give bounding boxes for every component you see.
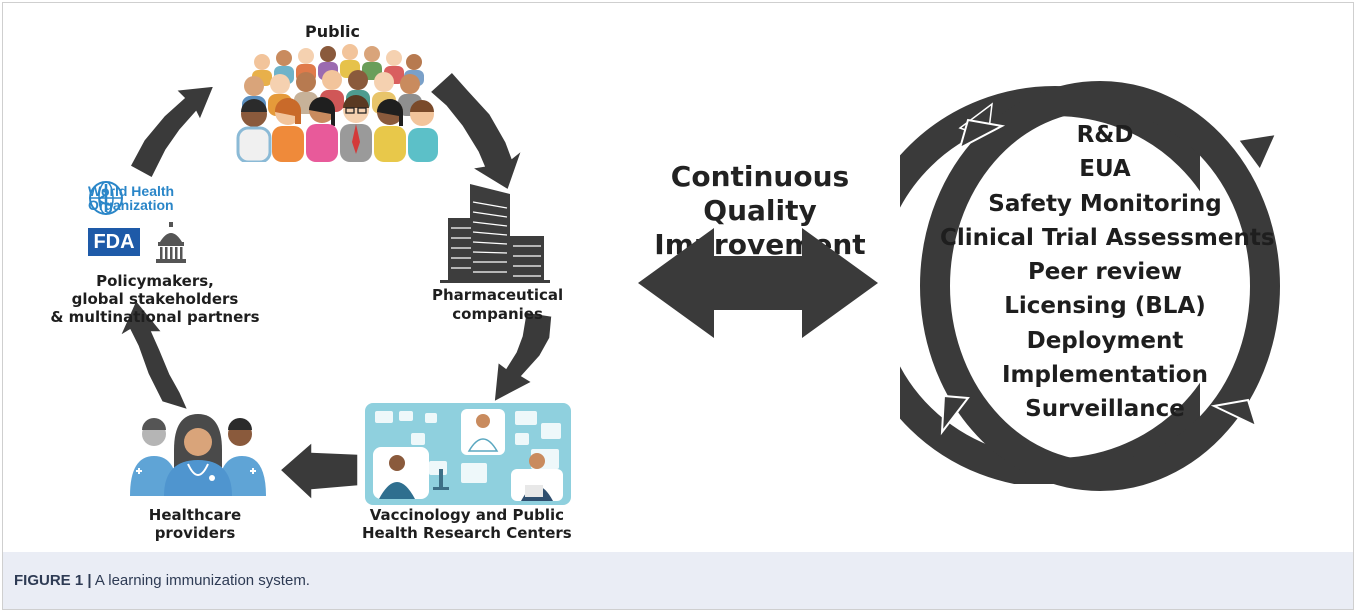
- healthcare-label-line2: providers: [154, 524, 236, 542]
- research-label: Vaccinology and Public Health Research C…: [362, 506, 572, 542]
- arrow-pharma-to-research: [493, 311, 553, 404]
- research-panel-icon: [365, 403, 571, 505]
- ring-arrowhead-bottom-left: [940, 394, 970, 436]
- ring-arrowhead-bottom-right: [1210, 398, 1258, 428]
- who-logo: World Health Organization: [88, 181, 174, 215]
- ring-arrowhead-top-left: [958, 118, 1006, 150]
- people-crowd-icon: [236, 44, 438, 162]
- arrow-research-to-healthcare: [278, 440, 359, 502]
- ring-items-list: R&D EUA Safety Monitoring Clinical Trial…: [940, 118, 1275, 427]
- policy-label-line1: Policymakers,: [96, 272, 214, 290]
- office-building-icon: [440, 184, 550, 283]
- healthcare-workers-icon: [130, 414, 266, 496]
- healthcare-label: Healthcare providers: [130, 506, 260, 542]
- fda-logo: FDA: [88, 228, 140, 256]
- ring-item-rd: R&D: [1076, 122, 1134, 148]
- pharma-label-line1: Pharmaceutical: [432, 286, 564, 304]
- caption-band: [3, 552, 1353, 609]
- capitol-building-icon: [156, 222, 186, 263]
- healthcare-label-line1: Healthcare: [148, 506, 242, 524]
- policy-label: Policymakers, global stakeholders & mult…: [40, 272, 270, 326]
- who-logo-line2: Organization: [88, 197, 174, 213]
- who-logo-line1: World Health: [88, 183, 175, 199]
- double-headed-arrow-icon: [638, 228, 878, 338]
- caption-label: FIGURE 1 |: [14, 572, 92, 589]
- pharma-label: Pharmaceutical companies: [432, 286, 563, 324]
- ring-item-deployment: Deployment: [1026, 327, 1184, 354]
- research-label-line2: Health Research Centers: [362, 524, 572, 542]
- ring-arrowhead-top-right: [1236, 132, 1278, 172]
- pharma-label-line2: companies: [452, 305, 543, 323]
- continuous-quality-line1: Continuous Quality: [670, 160, 850, 227]
- ring-item-surveillance: Surveillance: [1025, 396, 1185, 423]
- ring-item-eua: EUA: [1079, 156, 1131, 183]
- policy-label-line2: global stakeholders: [71, 290, 239, 308]
- figure-caption: FIGURE 1 | A learning immunization syste…: [14, 572, 310, 589]
- ring-item-implementation: Implementation: [1002, 362, 1208, 389]
- who-emblem-icon: [89, 181, 123, 215]
- left-cycle-arrows: [118, 70, 553, 502]
- ring-item-clinical-trial-assessments: Clinical Trial Assessments: [940, 224, 1275, 251]
- ring-item-safety-monitoring: Safety Monitoring: [988, 190, 1222, 217]
- arrow-public-to-pharma: [428, 70, 524, 192]
- arrow-policy-to-public: [128, 85, 216, 180]
- right-cycle-arrows: [920, 81, 1280, 491]
- research-label-line1: Vaccinology and Public: [369, 506, 565, 524]
- ring-item-licensing: Licensing (BLA): [1004, 293, 1206, 320]
- who-logo-text: World Health Organization: [88, 184, 174, 212]
- policy-label-line3: & multinational partners: [50, 308, 260, 326]
- arrow-healthcare-to-policy: [118, 298, 190, 412]
- public-label: Public: [305, 22, 361, 41]
- ring-item-peer-review: Peer review: [1027, 259, 1183, 286]
- caption-text: A learning immunization system.: [91, 572, 310, 589]
